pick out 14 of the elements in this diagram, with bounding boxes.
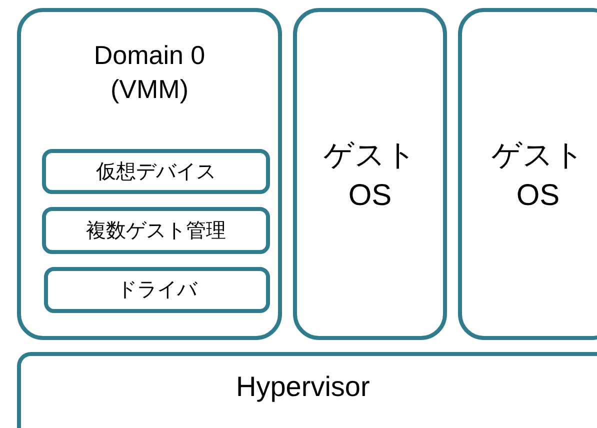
vm-box: [458, 8, 597, 340]
box-label: Domain 0 (VMM): [92, 39, 206, 106]
box-label: ゲスト OS: [322, 138, 418, 214]
box-label: 複数ゲスト管理: [86, 218, 226, 242]
box-label: Hypervisor: [236, 370, 370, 404]
vm-box: [293, 8, 447, 340]
box-label: ゲスト OS: [490, 138, 586, 214]
hypervisor-box: [17, 352, 597, 428]
box-label: 仮想デバイス: [96, 160, 216, 184]
box-label: ドライバ: [117, 278, 197, 302]
vm-box: [17, 8, 282, 340]
component-box: [42, 149, 270, 194]
component-box: [44, 267, 270, 313]
component-box: [42, 207, 270, 254]
